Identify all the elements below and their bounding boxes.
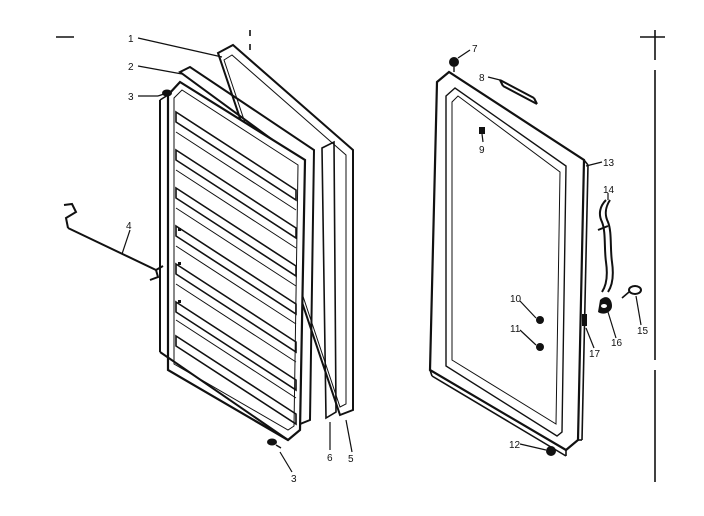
door-liner (159, 80, 307, 442)
callout-9: 9 (479, 145, 485, 156)
callout-12: 12 (509, 440, 521, 451)
outer-door-panel (428, 70, 589, 457)
callout-16: 16 (611, 338, 623, 349)
callout-13: 13 (603, 158, 615, 169)
screw-top-left (157, 89, 172, 97)
registration-marks (56, 30, 665, 482)
door-shelves (175, 110, 297, 426)
callout-3b: 3 (291, 474, 297, 485)
breaker-strip (321, 140, 337, 420)
latch-screw (621, 285, 642, 299)
callout-8: 8 (479, 73, 485, 84)
callout-1: 1 (128, 34, 134, 45)
callout-4: 4 (126, 221, 132, 232)
leader-lines (121, 37, 642, 473)
callout-7: 7 (472, 44, 478, 55)
callout-11: 11 (510, 324, 521, 335)
callout-17: 17 (589, 349, 601, 360)
callout-10: 10 (510, 294, 522, 305)
callout-labels: 1 2 3 4 3 5 6 7 8 9 13 14 10 11 15 16 17… (126, 34, 649, 485)
handle-assembly (597, 199, 614, 293)
spacer-top (479, 127, 485, 134)
callout-5: 5 (348, 454, 354, 465)
latch-spacer (582, 314, 587, 326)
top-handle (499, 79, 538, 105)
callout-2: 2 (128, 62, 134, 73)
latch-cam (598, 297, 612, 314)
panel-screw-11 (536, 343, 544, 351)
door-stop-rod (63, 202, 164, 281)
hinge-pin-top (449, 57, 459, 72)
screw-bottom (267, 438, 282, 449)
callout-3: 3 (128, 92, 134, 103)
hinge-pin-bottom (546, 446, 556, 456)
door-gasket-outer (216, 43, 354, 417)
callout-14: 14 (603, 185, 615, 196)
panel-screw-10 (536, 316, 544, 324)
callout-15: 15 (637, 326, 649, 337)
callout-6: 6 (327, 453, 333, 464)
